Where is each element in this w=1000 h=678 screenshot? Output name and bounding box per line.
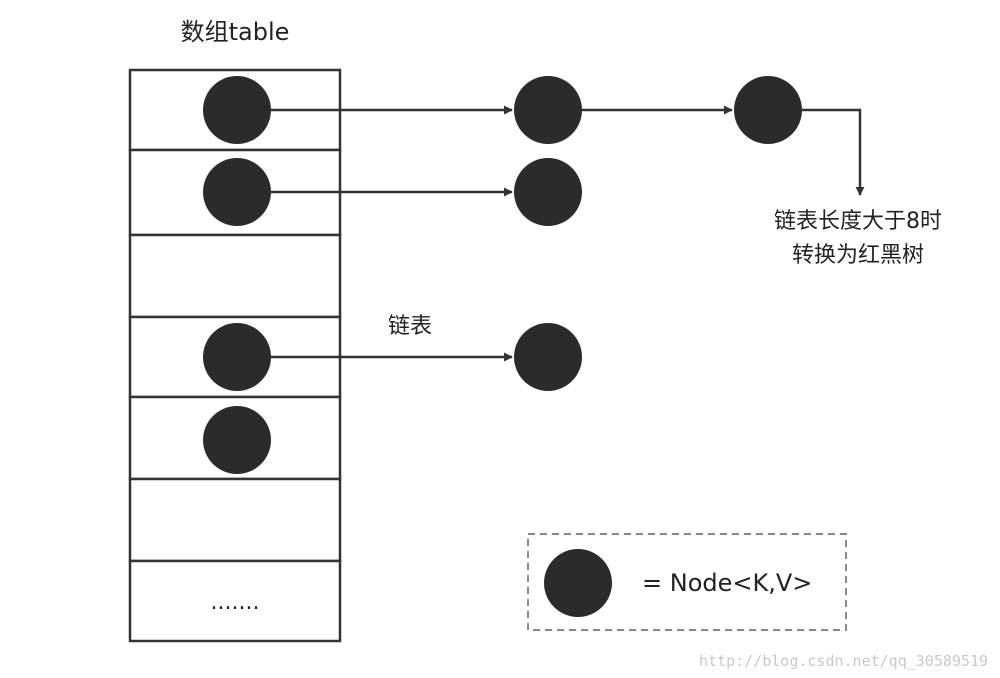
watermark: http://blog.csdn.net/qq_30589519 — [699, 652, 988, 670]
treeify-note-line1: 链表长度大于8时 — [774, 209, 942, 234]
legend-box — [527, 533, 847, 631]
treeify-note-line2: 转换为红黑树 — [792, 243, 924, 268]
chain-node-1-1 — [514, 158, 582, 226]
arrow-to-treeify-note — [802, 108, 865, 196]
ellipsis: ....... — [211, 590, 260, 615]
legend: = Node<K,V> — [527, 533, 847, 631]
node-bucket-4 — [203, 406, 271, 474]
linked-list-label: 链表 — [388, 314, 432, 339]
bucket-6 — [128, 559, 342, 643]
node-bucket-0 — [203, 76, 271, 144]
chain-node-3-1 — [514, 323, 582, 391]
chain-node-0-2 — [734, 76, 802, 144]
bucket-2 — [128, 233, 342, 319]
node-bucket-1 — [203, 158, 271, 226]
legend-text: = Node<K,V> — [642, 569, 812, 597]
chain-node-0-1 — [514, 76, 582, 144]
node-bucket-3 — [203, 323, 271, 391]
array-title: 数组table — [181, 18, 290, 46]
bucket-5 — [128, 477, 342, 563]
array-table — [128, 68, 342, 643]
legend-node-symbol — [544, 549, 612, 617]
